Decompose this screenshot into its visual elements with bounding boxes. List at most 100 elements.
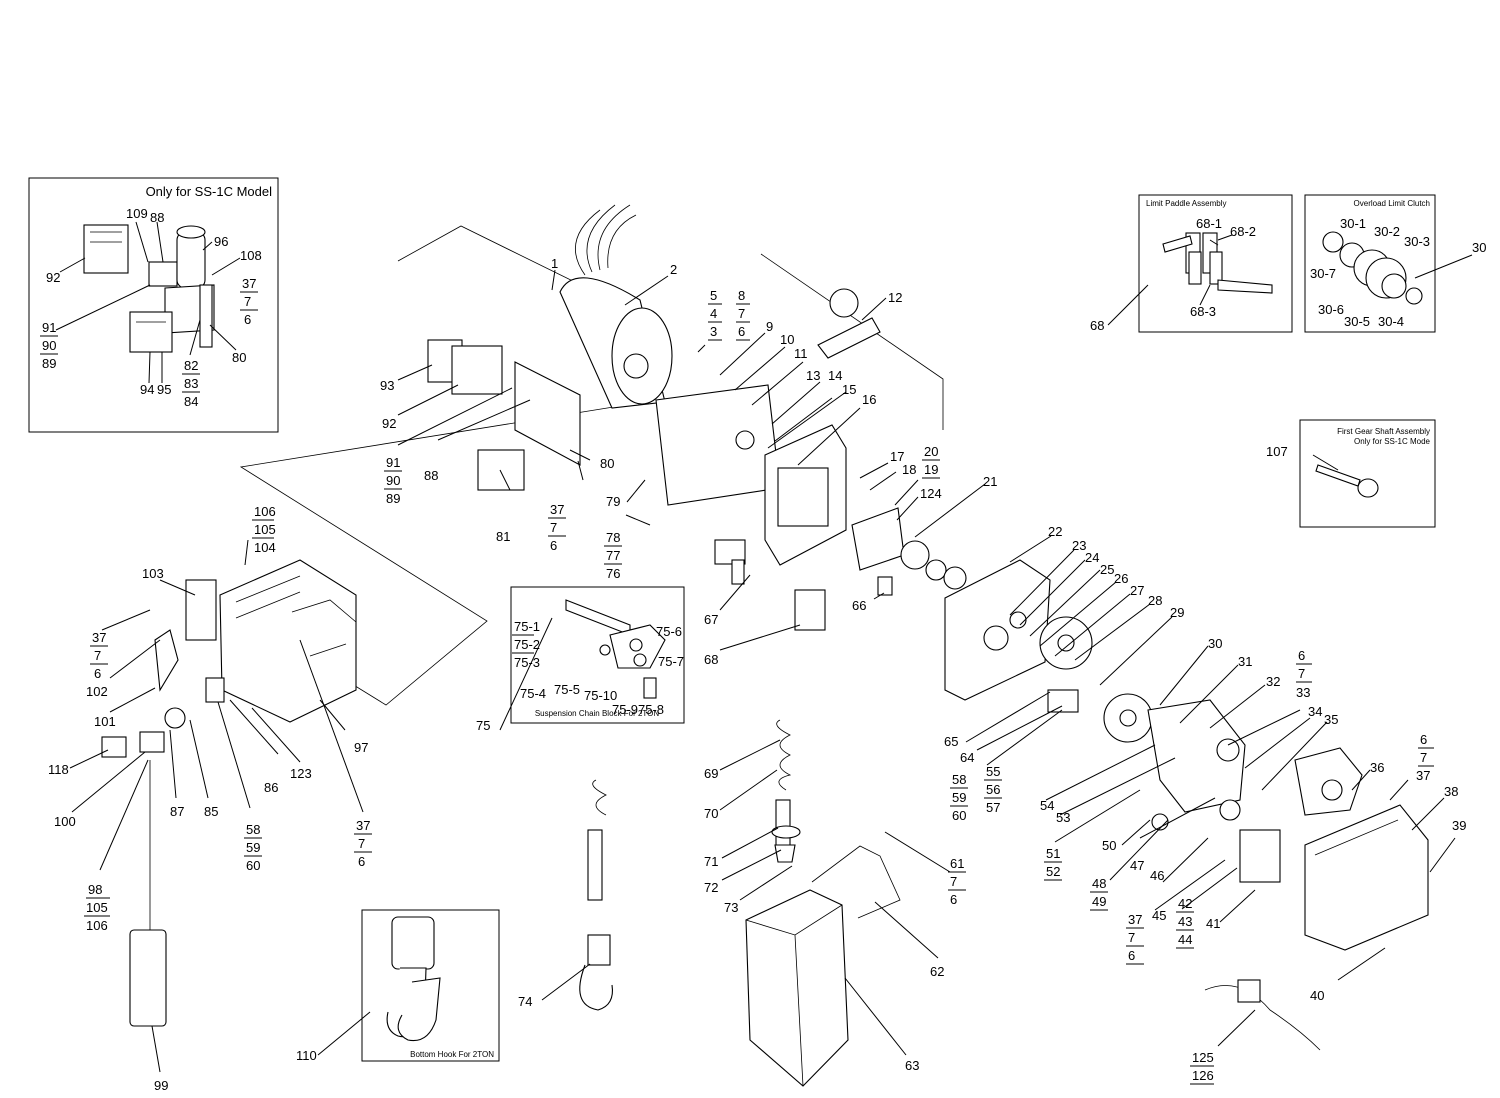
callout-34: 34 bbox=[1308, 704, 1322, 719]
callout-46: 46 bbox=[1150, 868, 1164, 883]
callout-102: 102 bbox=[86, 684, 108, 699]
callout-91-b: 91 bbox=[42, 320, 56, 335]
callout-92-b: 92 bbox=[46, 270, 60, 285]
callout-91: 91 bbox=[386, 455, 400, 470]
inset-first-gear-shaft: First Gear Shaft Assembly Only for SS-1C… bbox=[1299, 419, 1436, 528]
gear-29 bbox=[1103, 693, 1153, 743]
callout-53: 53 bbox=[1056, 810, 1070, 825]
callout-33: 33 bbox=[1296, 685, 1310, 700]
callout-43: 43 bbox=[1178, 914, 1192, 929]
callout-56: 56 bbox=[986, 782, 1000, 797]
callout-85: 85 bbox=[204, 804, 218, 819]
callout-7-c: 7 bbox=[1420, 750, 1427, 765]
callout-106-b: 106 bbox=[86, 918, 108, 933]
callout-7-h: 7 bbox=[94, 648, 101, 663]
callout-65: 65 bbox=[944, 734, 958, 749]
callout-96: 96 bbox=[214, 234, 228, 249]
inset-ss1c-title: Only for SS-1C Model bbox=[146, 184, 273, 199]
callout-6-d: 6 bbox=[1128, 948, 1135, 963]
callout-7-f: 7 bbox=[550, 520, 557, 535]
callout-8: 8 bbox=[738, 288, 745, 303]
callout-76: 76 bbox=[606, 566, 620, 581]
callout-44: 44 bbox=[1178, 932, 1192, 947]
inset-limit-paddle-title: Limit Paddle Assembly bbox=[1146, 199, 1226, 208]
callout-75: 75 bbox=[476, 718, 490, 733]
callout-6-i: 6 bbox=[358, 854, 365, 869]
callout-labels: 1 2 5 4 3 8 7 6 9 10 11 13 14 15 16 12 1… bbox=[40, 206, 1486, 1093]
callout-6-b: 6 bbox=[1298, 648, 1305, 663]
callout-37-g: 37 bbox=[242, 276, 256, 291]
callout-97: 97 bbox=[354, 740, 368, 755]
callout-30-5: 30-5 bbox=[1344, 314, 1370, 329]
callout-7-g: 7 bbox=[244, 294, 251, 309]
callout-75-9: 75-9 bbox=[612, 702, 638, 717]
callout-1: 1 bbox=[551, 256, 558, 271]
callout-82: 82 bbox=[184, 358, 198, 373]
callout-68: 68 bbox=[704, 652, 718, 667]
callout-24: 24 bbox=[1085, 550, 1099, 565]
chain-box-63 bbox=[745, 889, 849, 1087]
callout-30-7: 30-7 bbox=[1310, 266, 1336, 281]
motor-assembly bbox=[559, 204, 673, 409]
callout-70: 70 bbox=[704, 806, 718, 821]
callout-23: 23 bbox=[1072, 538, 1086, 553]
callout-18: 18 bbox=[902, 462, 916, 477]
callout-6-g: 6 bbox=[244, 312, 251, 327]
brake-12 bbox=[817, 288, 881, 359]
callout-58-b: 58 bbox=[246, 822, 260, 837]
callout-7: 7 bbox=[738, 306, 745, 321]
callout-123: 123 bbox=[290, 766, 312, 781]
callout-7-d: 7 bbox=[1128, 930, 1135, 945]
callout-90: 90 bbox=[386, 473, 400, 488]
callout-9: 9 bbox=[766, 319, 773, 334]
contactor-part bbox=[83, 224, 129, 274]
callout-40: 40 bbox=[1310, 988, 1324, 1003]
callout-98: 98 bbox=[88, 882, 102, 897]
callout-100: 100 bbox=[54, 814, 76, 829]
callout-68-3: 68-3 bbox=[1190, 304, 1216, 319]
callout-109: 109 bbox=[126, 206, 148, 221]
callout-101: 101 bbox=[94, 714, 116, 729]
inset-first-gear-title-2: Only for SS-1C Mode bbox=[1354, 437, 1431, 446]
callout-78: 78 bbox=[606, 530, 620, 545]
callout-69: 69 bbox=[704, 766, 718, 781]
callout-58-a: 58 bbox=[952, 772, 966, 787]
callout-30-4: 30-4 bbox=[1378, 314, 1404, 329]
callout-26: 26 bbox=[1114, 571, 1128, 586]
callout-61: 61 bbox=[950, 856, 964, 871]
inset-overload-clutch: Overload Limit Clutch bbox=[1304, 194, 1436, 333]
callout-124: 124 bbox=[920, 486, 942, 501]
callout-73: 73 bbox=[724, 900, 738, 915]
callout-83: 83 bbox=[184, 376, 198, 391]
inset-overload-title: Overload Limit Clutch bbox=[1354, 199, 1430, 208]
callout-55: 55 bbox=[986, 764, 1000, 779]
callout-105-b: 105 bbox=[86, 900, 108, 915]
callout-93: 93 bbox=[380, 378, 394, 393]
callout-7-b: 7 bbox=[1298, 666, 1305, 681]
callout-79: 79 bbox=[606, 494, 620, 509]
callout-62: 62 bbox=[930, 964, 944, 979]
callout-28: 28 bbox=[1148, 593, 1162, 608]
pendant-cable-parts bbox=[101, 629, 225, 1027]
callout-30-3: 30-3 bbox=[1404, 234, 1430, 249]
callout-37-c: 37 bbox=[1416, 768, 1430, 783]
chain-and-hook bbox=[579, 719, 801, 1011]
callout-125: 125 bbox=[1192, 1050, 1214, 1065]
callout-59-b: 59 bbox=[246, 840, 260, 855]
callout-27: 27 bbox=[1130, 583, 1144, 598]
callout-14: 14 bbox=[828, 368, 842, 383]
inset-suspension-chain-block: Suspension Chain Block For 2TON bbox=[510, 586, 685, 724]
callout-68-b: 68 bbox=[1090, 318, 1104, 333]
callout-75-7: 75-7 bbox=[658, 654, 684, 669]
callout-74: 74 bbox=[518, 994, 532, 1009]
inset-ss1c-model: Only for SS-1C Model bbox=[28, 177, 279, 433]
callout-57: 57 bbox=[986, 800, 1000, 815]
bottom-hook-caption: Bottom Hook For 2TON bbox=[410, 1050, 494, 1059]
callout-75-10: 75-10 bbox=[584, 688, 617, 703]
callout-50: 50 bbox=[1102, 838, 1116, 853]
callout-29: 29 bbox=[1170, 605, 1184, 620]
callout-92: 92 bbox=[382, 416, 396, 431]
inset-bottom-hook: Bottom Hook For 2TON bbox=[361, 909, 500, 1062]
callout-103: 103 bbox=[142, 566, 164, 581]
gear-plate-22 bbox=[944, 559, 1051, 701]
